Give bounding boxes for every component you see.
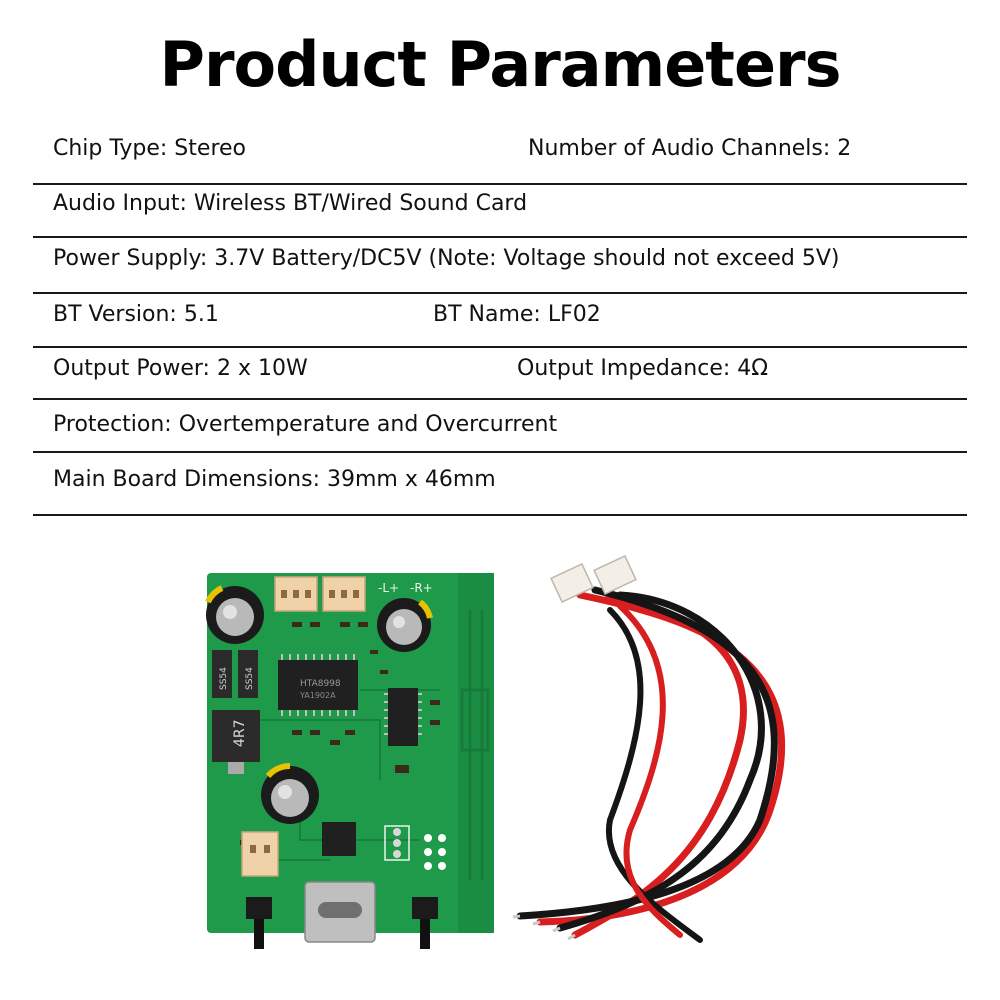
speaker-cable — [516, 586, 786, 943]
param-power-supply: Power Supply: 3.7V Battery/DC5V (Note: V… — [53, 246, 840, 271]
param-row-chip: Chip Type: Stereo Number of Audio Channe… — [33, 130, 967, 185]
param-chip-type: Chip Type: Stereo — [53, 136, 246, 161]
param-audio-channels: Number of Audio Channels: 2 — [528, 136, 852, 161]
capacitor-top-right — [377, 598, 433, 652]
param-row-dimensions: Main Board Dimensions: 39mm x 46mm — [33, 453, 967, 516]
silk-label-right: -R+ — [410, 581, 433, 595]
usb-c-port — [304, 881, 376, 943]
capacitor-top-left — [205, 585, 264, 644]
param-protection: Protection: Overtemperature and Overcurr… — [53, 412, 558, 437]
amplifier-chip-label: HTA8998 — [300, 679, 341, 689]
cable-connector-1 — [550, 563, 594, 603]
solder-pads — [384, 825, 446, 870]
diode-1 — [212, 650, 232, 698]
param-row-protection: Protection: Overtemperature and Overcurr… — [33, 400, 967, 453]
diode-1-label: SS54 — [219, 667, 229, 690]
param-board-dimensions: Main Board Dimensions: 39mm x 46mm — [53, 467, 496, 492]
diode-2 — [238, 650, 258, 698]
param-row-audio-input: Audio Input: Wireless BT/Wired Sound Car… — [33, 185, 967, 238]
amplifier-chip: HTA8998 YA1902A — [278, 660, 358, 710]
param-output-impedance: Output Impedance: 4Ω — [517, 356, 769, 381]
amplifier-chip-sublabel: YA1902A — [299, 691, 336, 700]
tact-button-right — [412, 897, 438, 949]
param-row-power-supply: Power Supply: 3.7V Battery/DC5V (Note: V… — [33, 238, 967, 294]
param-bt-version: BT Version: 5.1 — [53, 302, 219, 327]
param-audio-input: Audio Input: Wireless BT/Wired Sound Car… — [53, 191, 528, 216]
power-connector — [241, 831, 279, 877]
param-row-output: Output Power: 2 x 10W Output Impedance: … — [33, 348, 967, 400]
product-photo: -L+ -R+ SS54 SS54 4R7 — [205, 555, 786, 949]
capacitor-middle — [261, 762, 319, 824]
param-row-bt: BT Version: 5.1 BT Name: LF02 — [33, 294, 967, 348]
bluetooth-chip — [384, 688, 422, 746]
tact-button-left — [246, 897, 272, 949]
cable-connector-2 — [593, 555, 637, 595]
speaker-connector-left — [274, 576, 318, 612]
diode-2-label: SS54 — [245, 667, 255, 690]
page-title: Product Parameters — [159, 28, 842, 101]
param-output-power: Output Power: 2 x 10W — [53, 356, 308, 381]
amplifier-board: -L+ -R+ SS54 SS54 4R7 — [205, 573, 494, 949]
silk-label-left: -L+ — [378, 581, 399, 595]
wire-tips — [512, 914, 576, 941]
inductor-label: 4R7 — [232, 719, 248, 747]
small-ic — [322, 822, 356, 856]
speaker-connector-right — [322, 576, 366, 612]
inductor: 4R7 — [212, 710, 260, 774]
param-bt-name: BT Name: LF02 — [433, 302, 601, 327]
